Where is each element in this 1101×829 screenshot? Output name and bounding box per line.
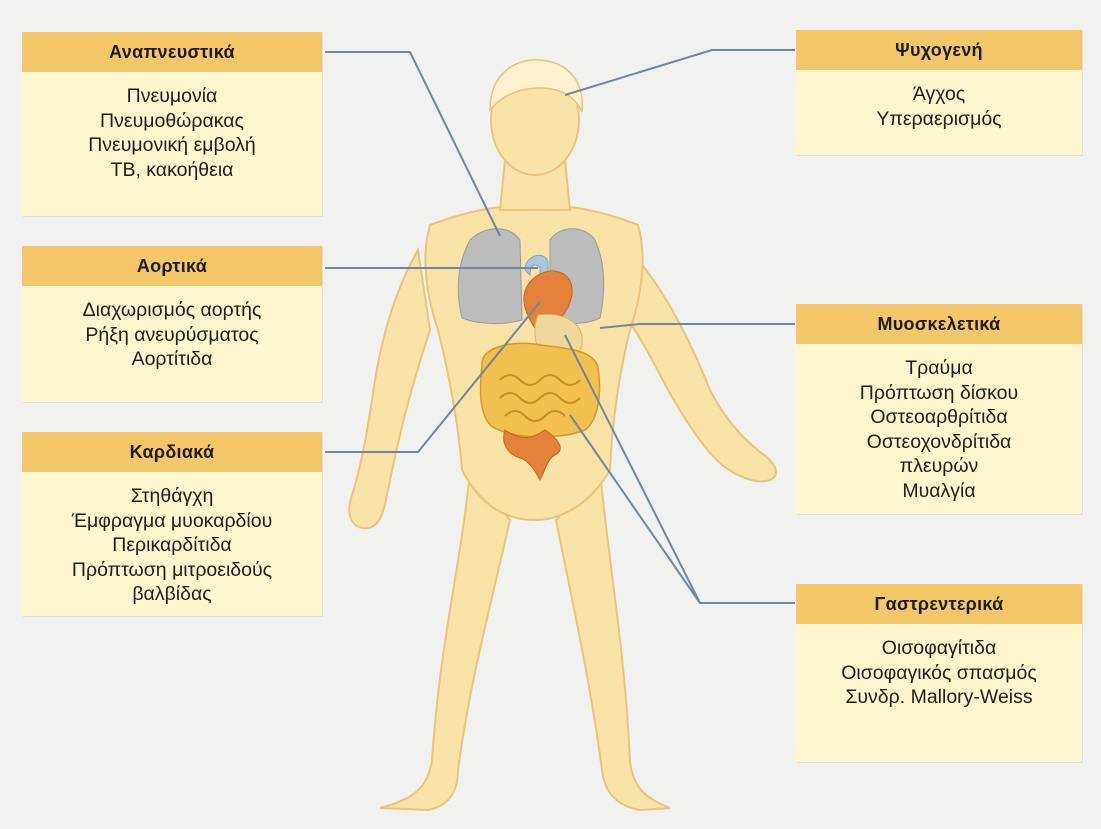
condition-item: Έμφραγμα μυοκαρδίου xyxy=(28,509,316,534)
condition-item: Οστεοαρθρίτιδα xyxy=(802,405,1076,430)
category-title: Ψυχογενή xyxy=(796,30,1082,70)
condition-item: πλευρών xyxy=(802,454,1076,479)
right-leg xyxy=(556,470,670,810)
category-box-psychogenic: Ψυχογενή Άγχος Υπεραερισμός xyxy=(796,30,1082,155)
condition-item: Πρόπτωση δίσκου xyxy=(802,381,1076,406)
category-box-respiratory: Αναπνευστικά Πνευμονία Πνευμοθώρακας Πνε… xyxy=(22,32,322,216)
condition-list: Διαχωρισμός αορτής Ρήξη ανευρύσματος Αορ… xyxy=(22,286,322,372)
leader-psychogenic xyxy=(565,50,795,95)
condition-item: Πνευμοθώρακας xyxy=(28,109,316,134)
category-box-aortic: Αορτικά Διαχωρισμός αορτής Ρήξη ανευρύσμ… xyxy=(22,246,322,402)
condition-list: Στηθάγχη Έμφραγμα μυοκαρδίου Περικαρδίτι… xyxy=(22,472,322,607)
condition-item: Υπεραερισμός xyxy=(802,107,1076,132)
category-box-cardiac: Καρδιακά Στηθάγχη Έμφραγμα μυοκαρδίου Πε… xyxy=(22,432,322,616)
category-box-gastrointestinal: Γαστρεντερικά Οισοφαγίτιδα Οισοφαγικός σ… xyxy=(796,584,1082,762)
right-arm xyxy=(628,250,776,481)
category-title: Γαστρεντερικά xyxy=(796,584,1082,624)
condition-item: Συνδρ. Mallory-Weiss xyxy=(802,685,1076,710)
condition-item: Πνευμονία xyxy=(28,84,316,109)
condition-list: Οισοφαγίτιδα Οισοφαγικός σπασμός Συνδρ. … xyxy=(796,624,1082,710)
condition-item: Οισοφαγικός σπασμός xyxy=(802,661,1076,686)
category-title: Αορτικά xyxy=(22,246,322,286)
condition-item: Πρόπτωση μιτροειδούς xyxy=(28,558,316,583)
left-leg xyxy=(380,470,510,810)
condition-item: Πνευμονική εμβολή xyxy=(28,133,316,158)
condition-item: Διαχωρισμός αορτής xyxy=(28,298,316,323)
condition-item: Περικαρδίτιδα xyxy=(28,533,316,558)
condition-item: Οστεοχονδρίτιδα xyxy=(802,430,1076,455)
left-arm xyxy=(349,250,430,528)
condition-list: Τραύμα Πρόπτωση δίσκου Οστεοαρθρίτιδα Οσ… xyxy=(796,344,1082,503)
category-title: Αναπνευστικά xyxy=(22,32,322,72)
condition-item: Στηθάγχη xyxy=(28,484,316,509)
category-title: Καρδιακά xyxy=(22,432,322,472)
category-box-musculoskeletal: Μυοσκελετικά Τραύμα Πρόπτωση δίσκου Οστε… xyxy=(796,304,1082,514)
condition-item: Ρήξη ανευρύσματος xyxy=(28,323,316,348)
condition-list: Πνευμονία Πνευμοθώρακας Πνευμονική εμβολ… xyxy=(22,72,322,182)
condition-item: Άγχος xyxy=(802,82,1076,107)
category-title: Μυοσκελετικά xyxy=(796,304,1082,344)
leader-respiratory xyxy=(325,52,500,236)
condition-item: Μυαλγία xyxy=(802,479,1076,504)
intestines xyxy=(480,343,599,437)
condition-item: Οισοφαγίτιδα xyxy=(802,636,1076,661)
condition-item: Τραύμα xyxy=(802,356,1076,381)
condition-item: Αορτίτιδα xyxy=(28,347,316,372)
condition-list: Άγχος Υπεραερισμός xyxy=(796,70,1082,131)
condition-item: βαλβίδας xyxy=(28,582,316,607)
condition-item: ΤΒ, κακοήθεια xyxy=(28,158,316,183)
